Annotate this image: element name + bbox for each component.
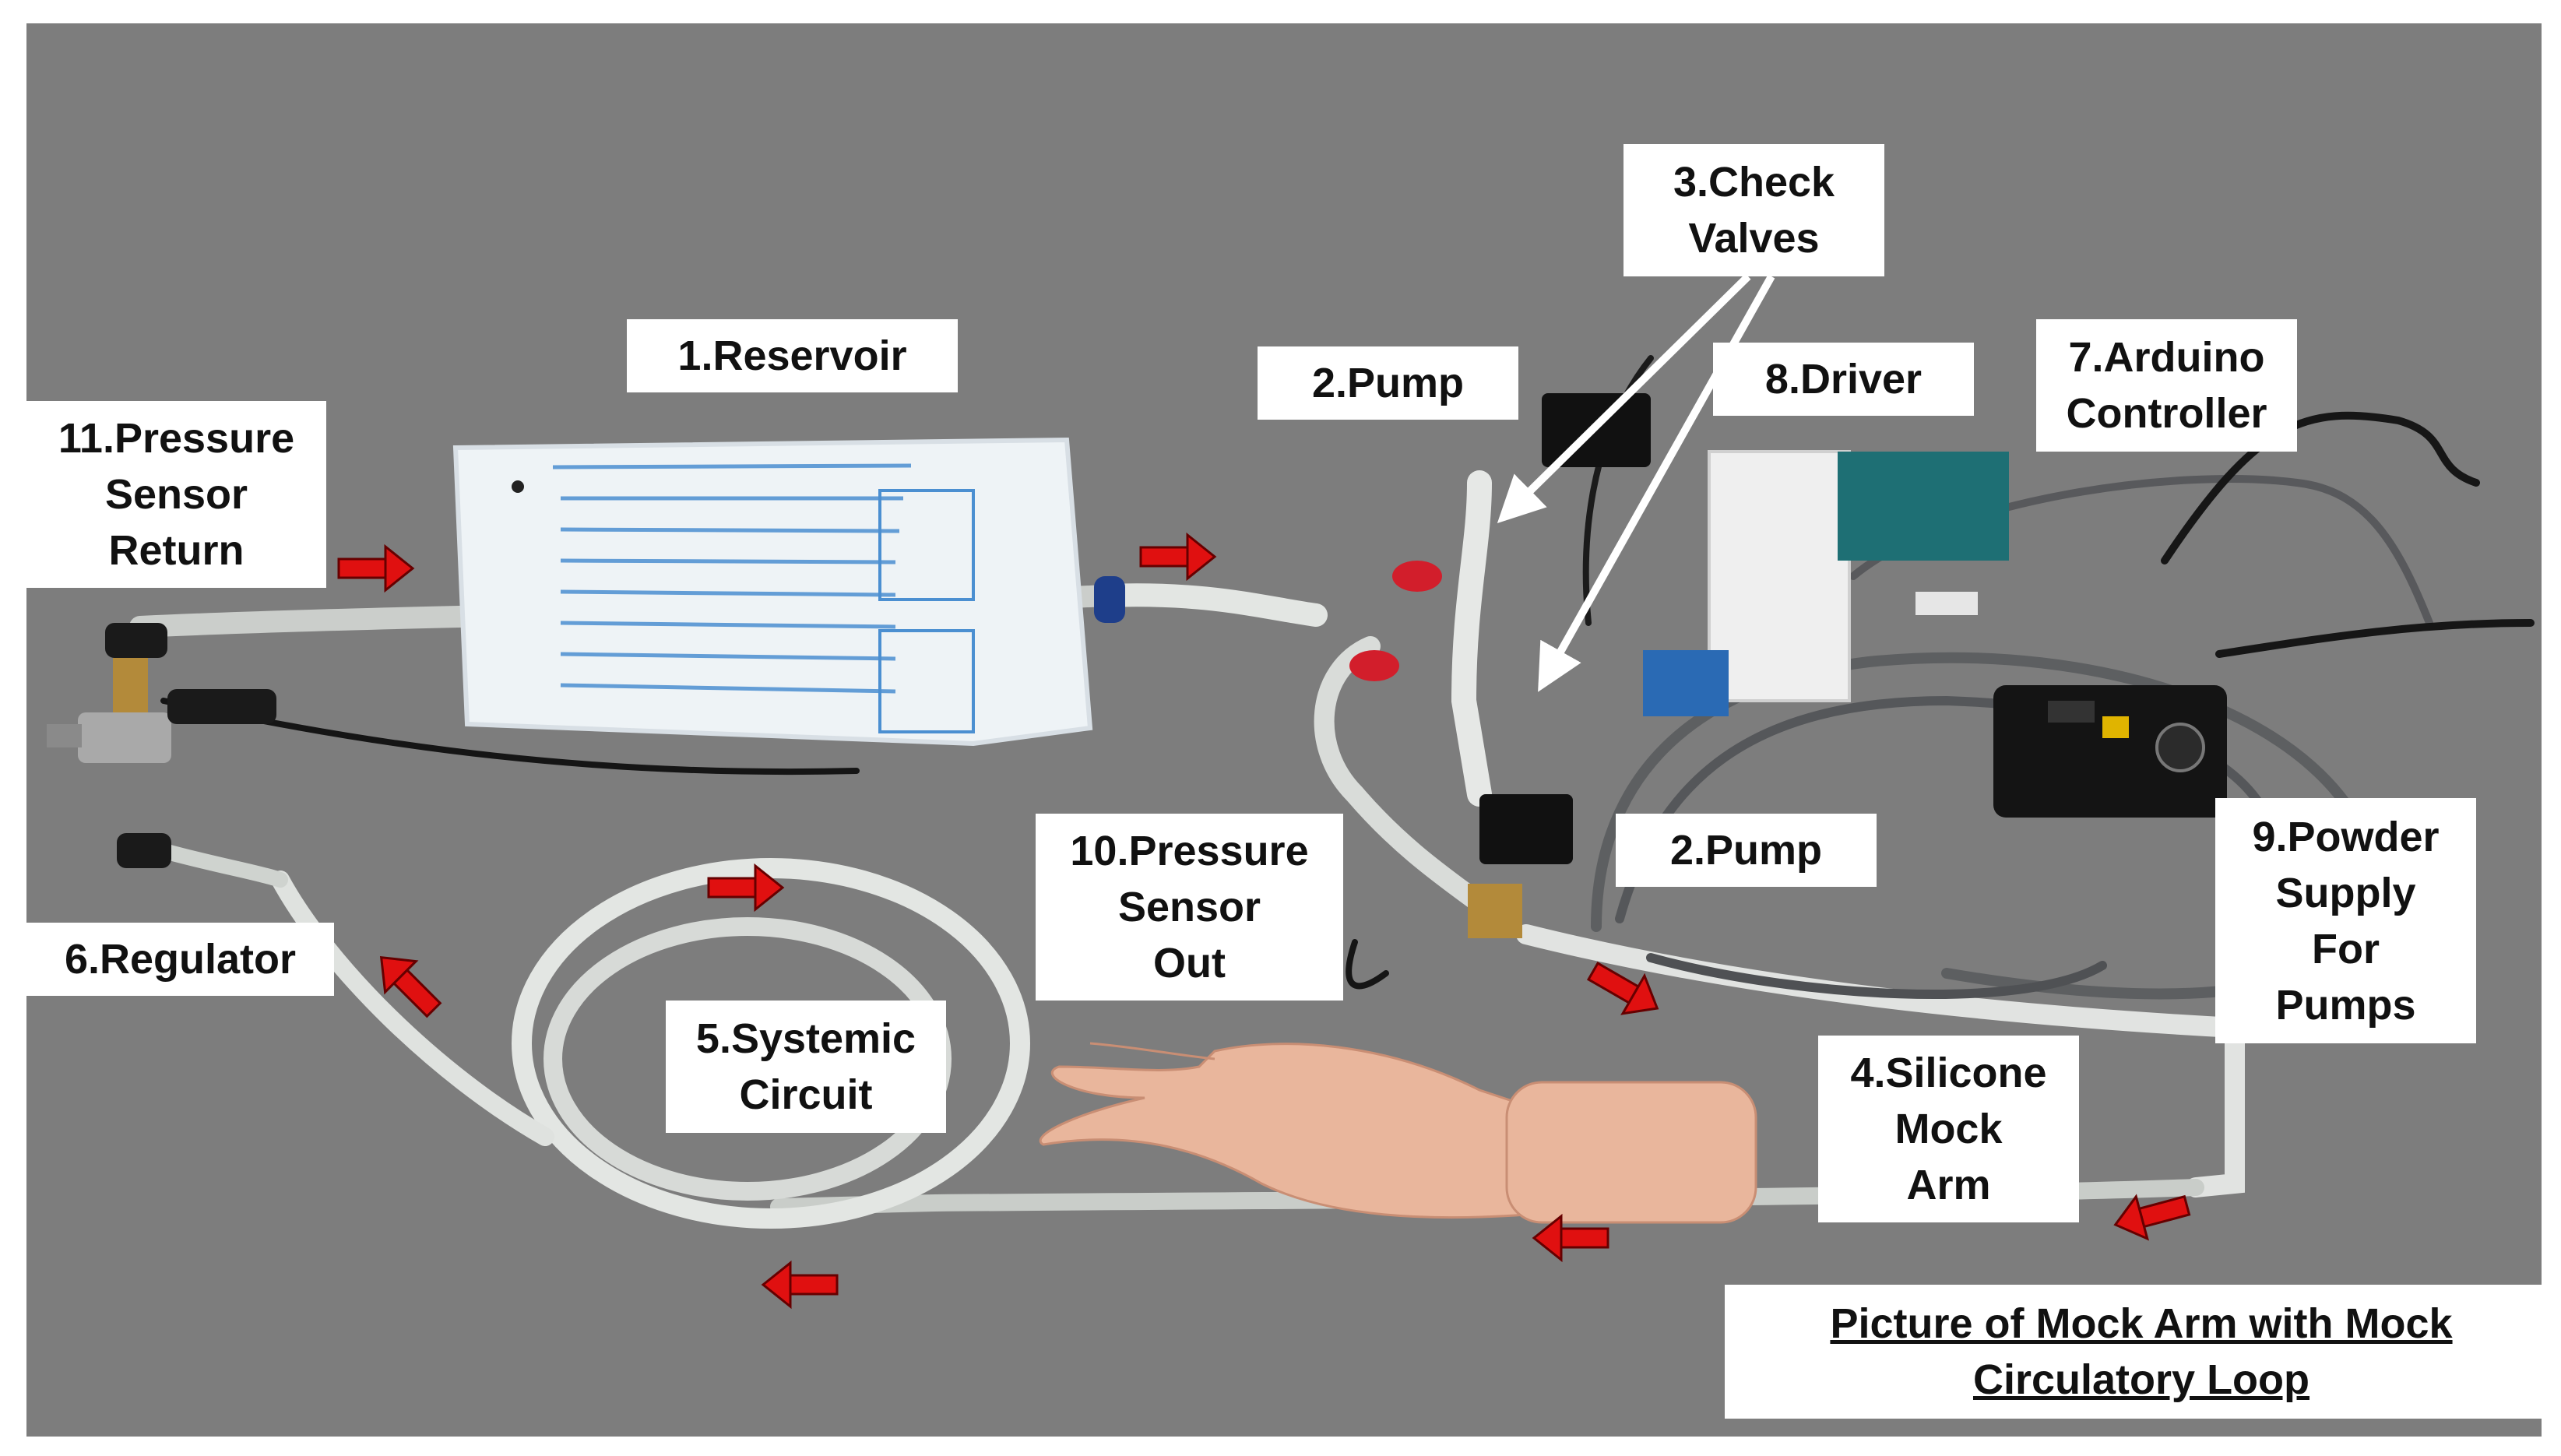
label-silicone-mock-arm: 4.Silicone Mock Arm bbox=[1818, 1036, 2079, 1222]
label-pressure-out-line: 10.Pressure bbox=[1070, 828, 1309, 874]
label-check-valves-line: 3.Check bbox=[1673, 159, 1835, 206]
label-check-valves-line: Valves bbox=[1688, 215, 1820, 262]
label-pump-bottom-text: 2.Pump bbox=[1669, 827, 1823, 874]
label-regulator: 6.Regulator bbox=[26, 923, 334, 996]
label-pump-top-text: 2.Pump bbox=[1311, 360, 1465, 406]
figure-caption: Picture of Mock Arm with Mock Circulator… bbox=[1725, 1285, 2558, 1419]
label-systemic-circuit: 5.Systemic Circuit bbox=[666, 1001, 946, 1133]
label-pressure-sensor-return: 11.Pressure Sensor Return bbox=[26, 401, 326, 588]
label-arduino-line: Controller bbox=[2066, 390, 2267, 437]
label-silicone-arm-line: Arm bbox=[1906, 1162, 1991, 1208]
label-driver: 8.Driver bbox=[1713, 343, 1974, 416]
check-valve-handles bbox=[1349, 561, 1442, 681]
label-arduino-controller: 7.Arduino Controller bbox=[2036, 319, 2297, 452]
regulator-fittings bbox=[47, 623, 276, 868]
label-check-valves: 3.Check Valves bbox=[1623, 144, 1884, 276]
label-power-supply-line: For bbox=[2312, 925, 2380, 972]
label-pressure-return-line: Sensor bbox=[104, 471, 248, 518]
label-regulator-text: 6.Regulator bbox=[64, 936, 297, 983]
label-silicone-arm-line: Mock bbox=[1894, 1106, 2003, 1152]
label-driver-text: 8.Driver bbox=[1764, 356, 1923, 403]
label-power-supply-line: Supply bbox=[2275, 869, 2416, 916]
label-pressure-return-line: 11.Pressure bbox=[58, 415, 295, 462]
label-power-supply-line: Pumps bbox=[2275, 981, 2416, 1029]
label-reservoir: 1.Reservoir bbox=[627, 319, 958, 392]
systemic-coil-outer bbox=[512, 858, 1030, 1229]
label-systemic-line: 5.Systemic bbox=[695, 1015, 916, 1062]
label-power-supply: 9.Powder Supply For Pumps bbox=[2215, 798, 2476, 1043]
label-pressure-out-line: Out bbox=[1153, 940, 1226, 986]
label-pump-bottom: 2.Pump bbox=[1616, 814, 1877, 887]
label-pressure-out-line: Sensor bbox=[1117, 884, 1261, 930]
reservoir-bag bbox=[452, 437, 1125, 747]
figure-caption-line: Picture of Mock Arm with Mock bbox=[1830, 1300, 2453, 1347]
label-systemic-line: Circuit bbox=[739, 1071, 873, 1118]
label-power-supply-line: 9.Powder bbox=[2252, 813, 2440, 860]
electronics bbox=[1468, 393, 2227, 938]
silicone-hand bbox=[1039, 1042, 1757, 1224]
figure-caption-line: Circulatory Loop bbox=[1972, 1356, 2310, 1403]
label-pressure-return-line: Return bbox=[108, 527, 244, 574]
label-pump-top: 2.Pump bbox=[1258, 346, 1518, 420]
label-reservoir-text: 1.Reservoir bbox=[677, 332, 907, 379]
label-arduino-line: 7.Arduino bbox=[2068, 334, 2265, 381]
label-pressure-sensor-out: 10.Pressure Sensor Out bbox=[1036, 814, 1343, 1001]
label-silicone-arm-line: 4.Silicone bbox=[1850, 1050, 2047, 1096]
